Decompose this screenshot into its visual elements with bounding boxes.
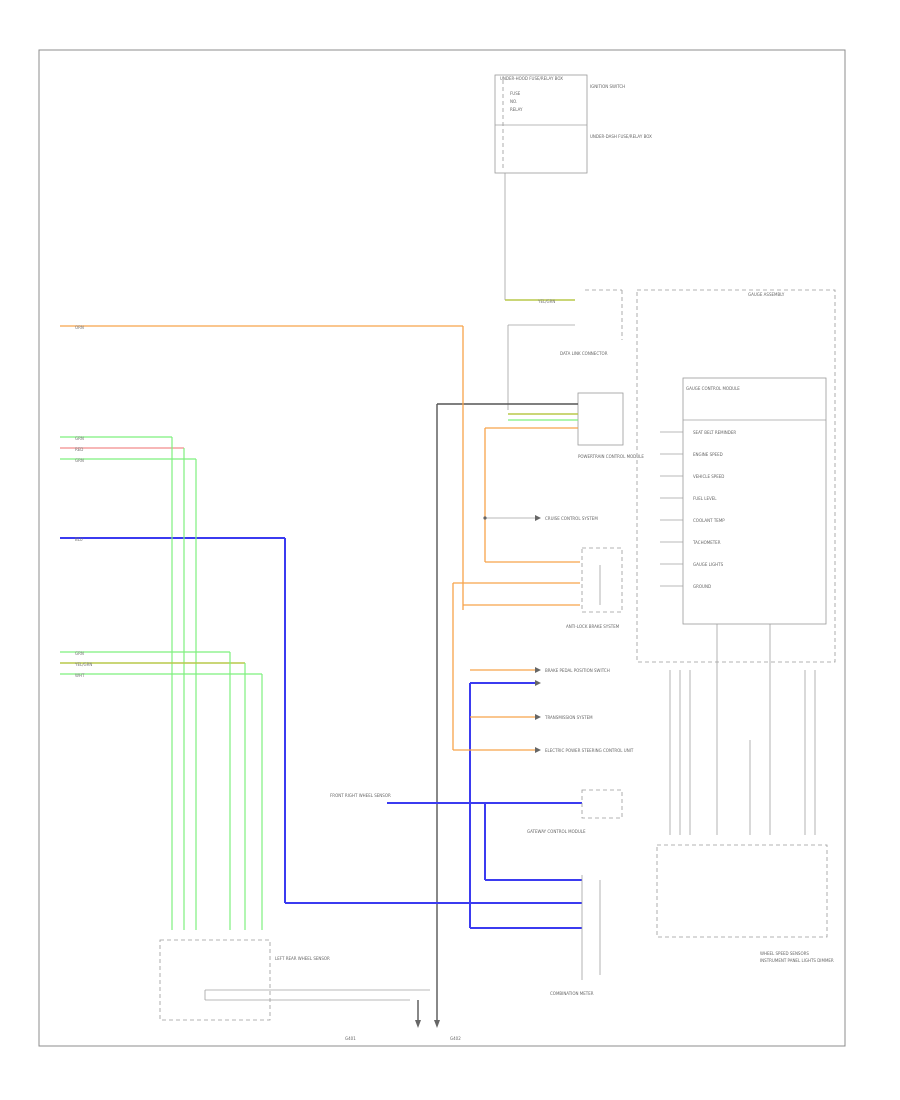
pcm-connector: POWERTRAIN CONTROL MODULE bbox=[577, 392, 644, 459]
wire-label-grn-3: GRN bbox=[75, 651, 84, 656]
gauge-module-label: GAUGE CONTROL MODULE bbox=[686, 386, 740, 391]
gauge-item-2: VEHICLE SPEED bbox=[693, 474, 724, 479]
left-rear-label: LEFT REAR WHEEL SENSOR bbox=[275, 956, 330, 961]
relay-label: RELAY bbox=[510, 107, 523, 112]
fuse-box-label: UNDER-HOOD FUSE/RELAY BOX bbox=[500, 76, 563, 81]
wire-label-orn: ORN bbox=[75, 325, 84, 330]
gateway-label: GATEWAY CONTROL MODULE bbox=[527, 829, 586, 834]
ground-right-label: G402 bbox=[450, 1036, 461, 1041]
gauge-item-0: SEAT BELT REMINDER bbox=[693, 430, 736, 435]
dimmer-label: INSTRUMENT PANEL LIGHTS DIMMER bbox=[760, 958, 834, 963]
gauge-pin-stubs bbox=[660, 431, 683, 587]
cruise-label: CRUISE CONTROL SYSTEM bbox=[545, 516, 598, 521]
eps-label: ELECTRIC POWER STEERING CONTROL UNIT bbox=[545, 748, 634, 753]
junction-label: UNDER-DASH FUSE/RELAY BOX bbox=[590, 134, 652, 139]
gauge-control-module: GAUGE CONTROL MODULE SEAT BELT REMINDER … bbox=[682, 377, 827, 625]
transmission-label: TRANSMISSION SYSTEM bbox=[544, 715, 593, 720]
front-right-label: FRONT RIGHT WHEEL SENSOR bbox=[330, 793, 391, 798]
gauge-item-7: GROUND bbox=[693, 584, 711, 589]
wire-label-yel-2: YEL/GRN bbox=[74, 662, 92, 667]
wheel-sensors-label: WHEEL SPEED SENSORS bbox=[760, 951, 809, 956]
gauge-item-3: FUEL LEVEL bbox=[693, 496, 717, 501]
ground-left-label: G401 bbox=[345, 1036, 356, 1041]
fuse-relay-box: UNDER-HOOD FUSE/RELAY BOX FUSE NO. RELAY… bbox=[494, 74, 652, 174]
combination-label: COMBINATION METER bbox=[550, 991, 594, 996]
fuse-label: FUSE bbox=[510, 91, 521, 96]
fuse-number-label: NO. bbox=[510, 99, 517, 104]
data-link-label: DATA LINK CONNECTOR bbox=[560, 351, 608, 356]
wire-label-wht: WHT bbox=[75, 673, 85, 678]
brake-switch-label: BRAKE PEDAL POSITION SWITCH bbox=[545, 668, 610, 673]
gauge-item-4: COOLANT TEMP bbox=[693, 518, 725, 523]
data-link-connector: DATA LINK CONNECTOR bbox=[507, 324, 608, 410]
wire-label-blu: BLU bbox=[75, 537, 83, 542]
wire-label-grn-2: GRN bbox=[75, 458, 84, 463]
pcm-label: POWERTRAIN CONTROL MODULE bbox=[578, 454, 644, 459]
gauge-assembly-label: GAUGE ASSEMBLY bbox=[748, 292, 785, 297]
gauge-item-6: GAUGE LIGHTS bbox=[693, 562, 724, 567]
gauge-item-5: TACHOMETER bbox=[692, 540, 721, 545]
diagram-frame bbox=[38, 49, 846, 1047]
abs-label: ANTI-LOCK BRAKE SYSTEM bbox=[566, 624, 620, 629]
combination-meter: COMBINATION METER bbox=[484, 803, 601, 996]
ignition-label: IGNITION SWITCH bbox=[590, 84, 625, 89]
gauge-item-1: ENGINE SPEED bbox=[693, 452, 723, 457]
wire-label-grn-1: GRN bbox=[75, 436, 84, 441]
wire-label-yel: YEL/GRN bbox=[537, 299, 555, 304]
wire-label-red: RED bbox=[75, 447, 83, 452]
